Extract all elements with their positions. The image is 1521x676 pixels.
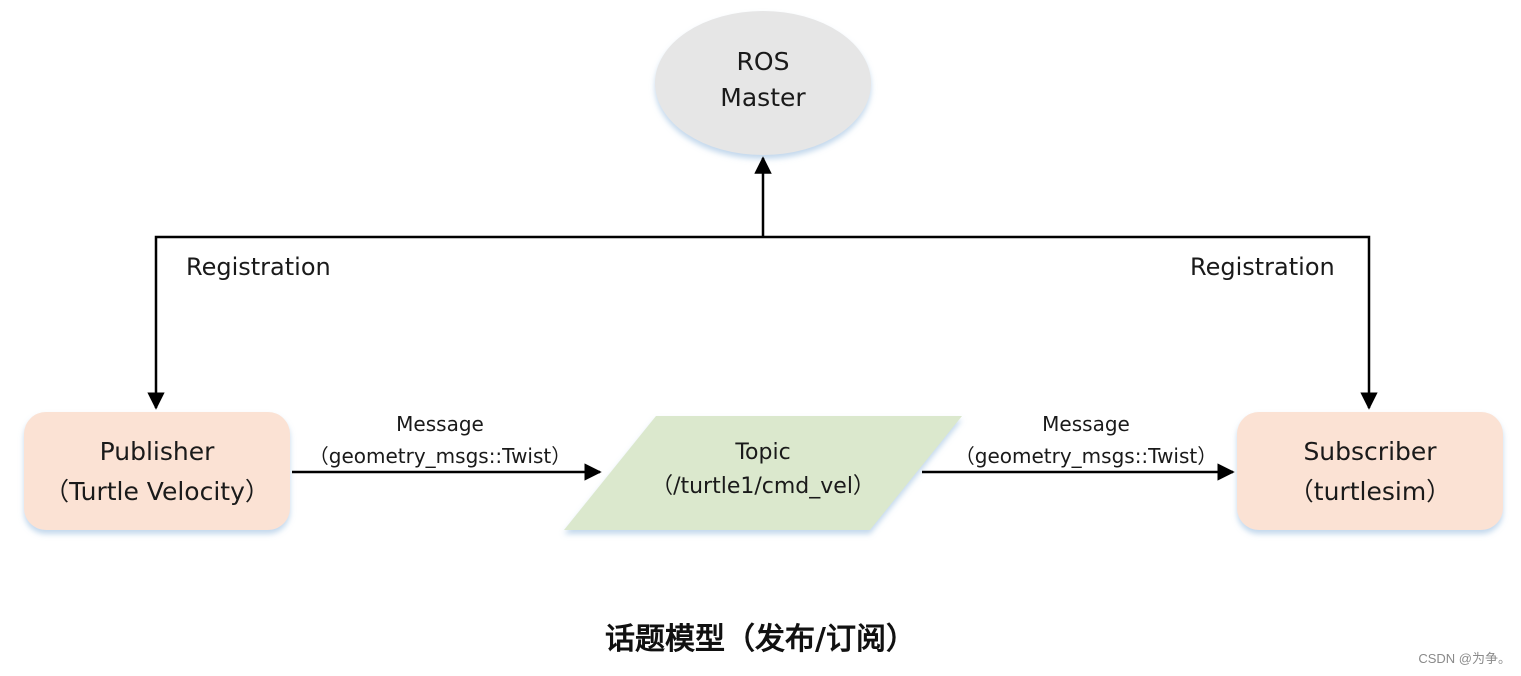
- publisher-label: Publisher （Turtle Velocity）: [24, 432, 290, 512]
- ros-master-node: [655, 11, 871, 155]
- subscriber-label-line2: （turtlesim）: [1288, 477, 1452, 506]
- ros-master-label-line1: ROS: [736, 47, 790, 76]
- subscriber-label-line1: Subscriber: [1303, 437, 1437, 466]
- subscriber-node: [1237, 412, 1503, 530]
- publisher-node: [24, 412, 290, 530]
- message-right-line2: （geometry_msgs::Twist）: [954, 444, 1218, 468]
- figure-caption: 话题模型（发布/订阅）: [605, 622, 916, 657]
- registration-label-left: Registration: [186, 253, 331, 281]
- message-label-left: Message （geometry_msgs::Twist）: [290, 408, 590, 472]
- csdn-watermark: CSDN @为争。: [1418, 651, 1511, 666]
- subscriber-label: Subscriber （turtlesim）: [1237, 432, 1503, 512]
- message-left-line1: Message: [396, 412, 484, 436]
- topic-label-line2: （/turtle1/cmd_vel）: [651, 474, 875, 499]
- publisher-label-line1: Publisher: [99, 437, 215, 466]
- topic-label-line1: Topic: [735, 440, 791, 465]
- message-right-line1: Message: [1042, 412, 1130, 436]
- registration-bus-line: [147, 235, 1378, 410]
- topic-label: Topic （/turtle1/cmd_vel）: [590, 436, 936, 504]
- registration-label-right: Registration: [1190, 253, 1335, 281]
- ros-master-label: ROS Master: [655, 44, 871, 116]
- message-label-right: Message （geometry_msgs::Twist）: [935, 408, 1237, 472]
- publisher-label-line2: （Turtle Velocity）: [44, 477, 270, 506]
- message-left-line2: （geometry_msgs::Twist）: [308, 444, 572, 468]
- topic-node: [564, 416, 962, 530]
- ros-master-label-line2: Master: [720, 83, 806, 112]
